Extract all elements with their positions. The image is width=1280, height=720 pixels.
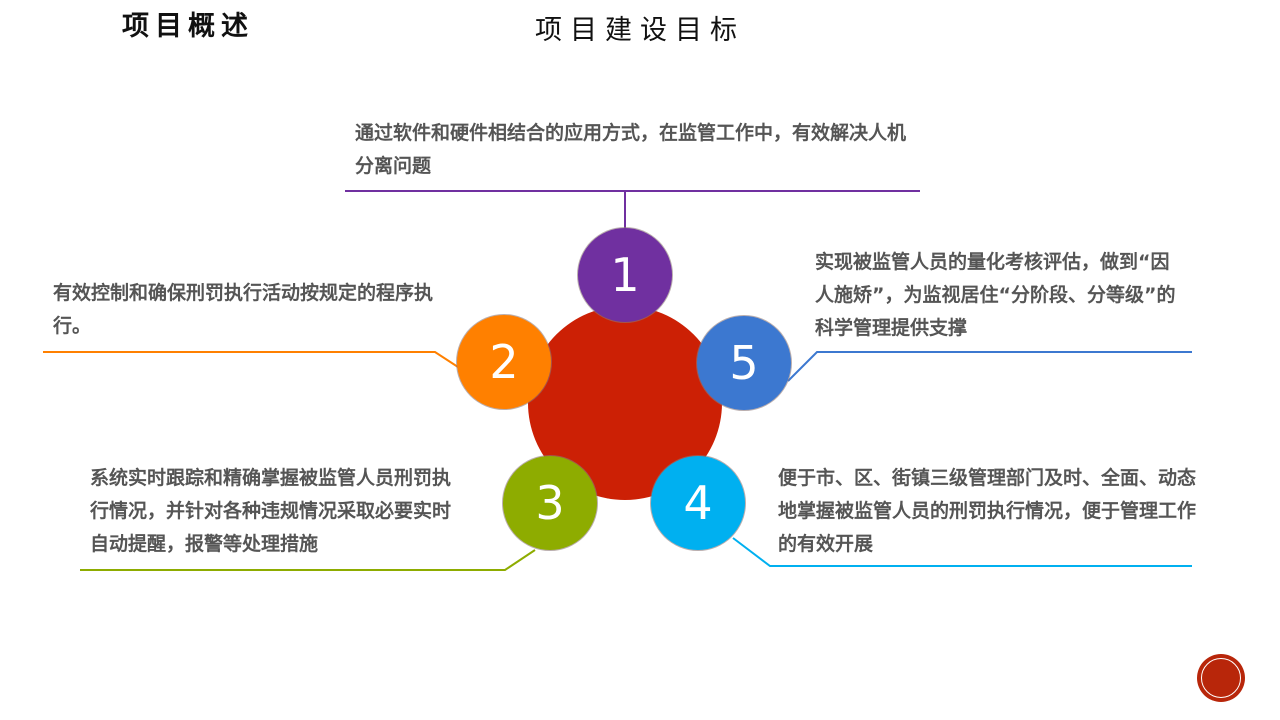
- section-title: 项目概述: [122, 11, 254, 42]
- page-title: 项目建设目标: [535, 15, 745, 46]
- goal-node-5: 5: [697, 316, 791, 410]
- goal-node-1: 1: [578, 228, 672, 322]
- goal-node-4: 4: [651, 456, 745, 550]
- goal-node-2: 2: [457, 315, 551, 409]
- goal-node-3: 3: [503, 456, 597, 550]
- goal-text-5: 实现被监管人员的量化考核评估，做到“因人施矫”，为监视居住“分阶段、分等级”的科…: [815, 251, 1176, 339]
- goal-text-4: 便于市、区、街镇三级管理部门及时、全面、动态地掌握被监管人员的刑罚执行情况，便于…: [778, 467, 1197, 555]
- goal-text-1: 通过软件和硬件相结合的应用方式，在监管工作中，有效解决人机分离问题: [355, 122, 907, 177]
- slide-nav-button[interactable]: [1198, 655, 1244, 701]
- goal-text-3: 系统实时跟踪和精确掌握被监管人员刑罚执行情况，并针对各种违规情况采取必要实时自动…: [90, 467, 452, 555]
- goal-text-2: 有效控制和确保刑罚执行活动按规定的程序执行。: [53, 282, 434, 337]
